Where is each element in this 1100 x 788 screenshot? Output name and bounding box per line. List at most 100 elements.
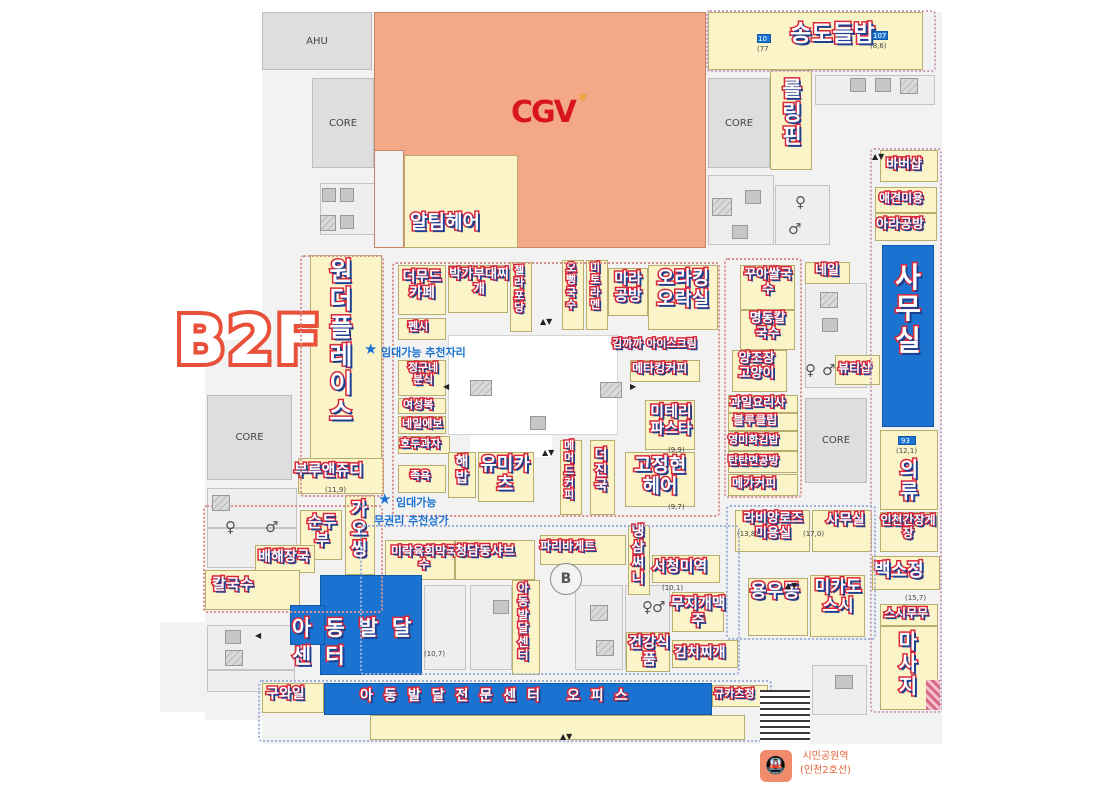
store-child-dev-vert[interactable] [512,580,540,675]
store-albim-hair[interactable] [404,155,518,248]
stairs-icon [225,650,243,666]
store-guwail[interactable] [262,683,324,713]
store-baehaejang[interactable] [255,545,315,573]
zone-outline-north [706,10,936,72]
floor-title: B2F [171,298,324,383]
service-room [470,585,512,670]
store-label: 메가커피 [730,475,777,492]
crosswalk-stairs-icon [760,690,810,744]
store-buru-and-judi[interactable] [298,458,384,494]
ahu-room: AHU [262,12,372,70]
store-the-mood-cafe[interactable] [398,265,446,315]
store-gwail-cooking[interactable] [728,395,798,413]
store-meme-coffee[interactable] [560,440,582,515]
unit-badge [898,436,916,445]
store-rolling-pin[interactable] [770,70,812,170]
store-seocheong-miyeok[interactable] [652,555,720,583]
store-label: 의류 [898,456,919,504]
store-kkua-noodle[interactable] [740,265,795,310]
cgv-cinema-step [374,150,404,248]
restroom-icon: ♂ [652,598,666,616]
store-label: 청담동샤브 [454,543,517,560]
store-wonder-place[interactable] [310,255,382,465]
store-cheongdam-dongshabu[interactable] [455,540,535,580]
store-label: 백소정 [873,559,926,582]
store-label: 김까까 아이스크림 [611,336,699,352]
store-yumi-katsu[interactable] [478,452,534,502]
store-label: 뷰티샵 [836,360,872,377]
store-oraking-oragsil[interactable] [648,265,718,330]
store-label: 부루앤쥬디 [292,460,364,480]
store-dantan-gongbang[interactable] [728,451,798,473]
core-label: CORE [724,117,754,129]
store-mi-tomatomen[interactable] [586,260,608,330]
store-hae-bap[interactable] [448,452,476,498]
zone-outline-southwest [203,505,383,613]
store-gojeonghyeon-hair[interactable] [625,452,695,507]
star-icon: ★ [378,490,392,508]
store-paris-baguette[interactable] [540,535,626,565]
store-label: 미테리파스타 [649,401,693,437]
store-ara-gongbang[interactable] [875,213,937,241]
store-geongang-sikpum[interactable] [626,632,670,672]
ahu-label: AHU [306,35,328,47]
store-myeongdong-kalguksu[interactable] [740,310,795,350]
store-beauty-shop[interactable] [835,355,880,385]
store-meta-king-coffee[interactable] [630,360,700,382]
store-label: 애견미용 [877,190,924,207]
store-label: 아라공방 [875,216,926,233]
store-aegyeon-beauty[interactable] [875,187,937,213]
store-nail-shop[interactable] [398,318,446,340]
store-label: 아동발달전문센터 오피스 [359,687,639,705]
store-yeongmihwa-kimbap[interactable] [728,431,798,451]
store-jeonggudeul[interactable] [398,360,446,396]
core-label: CORE [821,435,851,446]
store-child-dev-office[interactable] [324,683,712,715]
stairs-icon [320,215,336,231]
rent-recommend-note: 임대가능 추천자리 [381,346,466,359]
store-jokbal[interactable] [398,465,446,493]
store-label: 호두과자 [398,436,442,452]
store-mikado-sushi[interactable] [810,575,865,637]
store-sushi-mumu[interactable] [880,604,938,626]
store-label: 유미카츠 [479,453,532,496]
unit-area: (12,1) [896,447,918,455]
store-kalguksu[interactable] [205,570,300,610]
stairs-icon [596,640,614,656]
store-baek-sojeong[interactable] [872,556,940,590]
store-songdo-deulbap[interactable] [708,12,923,70]
store-barbershop[interactable] [880,150,938,182]
store-mistery-pasta[interactable] [645,400,695,450]
unit-area: (8,6) [870,42,887,50]
store-label: 블루클립 [731,412,778,429]
zone-outline-center [392,262,720,517]
store-label: 박가부대찌개 [448,266,511,298]
stairs-icon [900,78,918,94]
store-mega-coffee[interactable] [728,474,798,496]
store-yeoseong[interactable] [398,398,446,414]
store-office[interactable] [882,245,934,427]
store-nail-labo[interactable] [398,416,446,434]
store-mara-gongbang[interactable] [608,268,648,316]
store-label: 아동발달센터 [291,615,426,670]
store-yongwudong[interactable] [748,578,808,636]
store-label: 미카도스시 [813,576,863,617]
restroom-icon: ♀ [225,518,236,536]
store-yangjojang-goyangi[interactable] [732,350,787,392]
store-mugeunji-maekju[interactable] [672,592,724,632]
store-label: 스시무무 [882,605,929,622]
store-bluecolor[interactable] [728,413,798,431]
store-hodu-gwaja[interactable] [398,436,450,454]
restroom-icon: ♀ [642,598,653,616]
store-kimchi-jjigae[interactable] [672,640,738,668]
store-deo-jinguk[interactable] [590,440,615,515]
store-lavie-en-rose[interactable] [735,510,810,552]
store-child-dev[interactable] [320,575,422,675]
store-pakga-budae[interactable] [448,265,508,313]
store-o-ppeong[interactable] [562,260,584,330]
store-nail-right[interactable] [805,262,850,284]
store-incheon-ganjang[interactable] [880,512,938,552]
zone-outline-east [724,258,802,498]
store-label: 탄탄면공방 [727,453,781,469]
store-label: 펜시 [406,319,429,335]
